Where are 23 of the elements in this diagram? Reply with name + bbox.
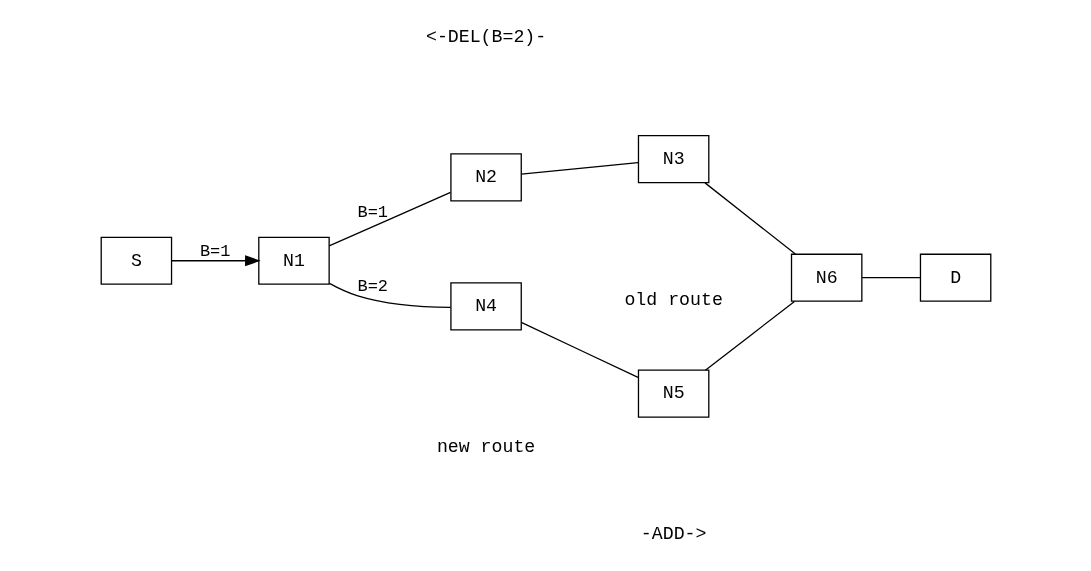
node-box: N2 [449,153,522,202]
connector [328,191,451,247]
connector [703,182,796,255]
edge-label: B=1 [199,242,230,262]
connector [328,282,451,309]
label: <-DEL(B=2)- [425,26,546,47]
connector [520,161,639,175]
node-box: S [100,236,172,285]
node-box: D [919,253,991,302]
node-box: N3 [637,135,709,184]
arrow [170,255,261,267]
label: old route [623,289,723,310]
connector [704,300,795,371]
label: -ADD-> [640,524,706,545]
node-box: N5 [637,369,709,418]
edge-label: B=1 [357,202,388,222]
node-box: N4 [449,282,522,331]
node-box: N1 [257,236,330,285]
label: new route [436,436,535,457]
connector [861,277,921,279]
edge-label: B=2 [357,277,388,297]
connector [520,321,639,379]
node-box: N6 [790,253,862,302]
